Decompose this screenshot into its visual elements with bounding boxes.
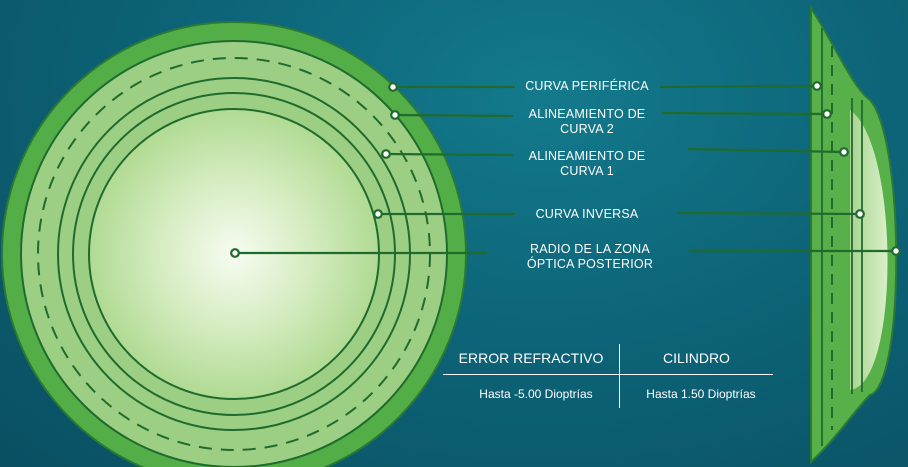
marker-align1-side — [839, 147, 849, 157]
table-value-cylinder: Hasta 1.50 Dioptrías — [646, 387, 756, 401]
label-align1-line-1: ALINEAMIENTO DE — [528, 149, 646, 163]
label-alignment-curve-1: ALINEAMIENTO DE CURVA 1 — [512, 149, 662, 179]
table-horizontal-divider — [443, 374, 773, 375]
label-align1-line-2: CURVA 1 — [560, 164, 614, 178]
table-vertical-divider — [619, 344, 620, 408]
label-peripheral-line-1: CURVA PERIFÉRICA — [525, 79, 649, 93]
table-value-refractive-error: Hasta -5.00 Dioptrías — [479, 387, 593, 401]
marker-reverse-side — [855, 209, 865, 219]
marker-optic-side — [891, 246, 901, 256]
leader-align2-left — [394, 113, 514, 118]
label-reverse-curve: CURVA INVERSA — [512, 207, 662, 222]
leader-align2-right — [661, 111, 828, 116]
marker-align2-side — [822, 109, 832, 119]
leader-align1-left — [385, 152, 514, 157]
label-optic-line-1: RADIO DE LA ZONA — [530, 242, 650, 256]
marker-align1-front — [381, 149, 391, 159]
label-align2-line-1: ALINEAMIENTO DE — [528, 107, 646, 121]
lens-side-view — [810, 4, 898, 465]
leader-reverse-right — [677, 211, 861, 216]
leader-lines — [236, 84, 896, 255]
leader-align1-right — [687, 147, 845, 154]
label-peripheral-curve: CURVA PERIFÉRICA — [512, 79, 662, 94]
label-align2-line-2: CURVA 2 — [560, 122, 614, 136]
label-reverse-line-1: CURVA INVERSA — [535, 207, 639, 221]
marker-align2-front — [390, 110, 400, 120]
marker-peripheral-side — [812, 81, 822, 91]
label-optic-zone-radius: RADIO DE LA ZONA ÓPTICA POSTERIOR — [515, 242, 665, 272]
marker-optic-front — [230, 248, 240, 258]
table-header-cylinder: CILINDRO — [663, 350, 730, 366]
specs-table: ERROR REFRACTIVO CILINDRO Hasta -5.00 Di… — [443, 342, 773, 410]
marker-reverse-front — [373, 209, 383, 219]
marker-dots — [230, 81, 901, 258]
label-alignment-curve-2: ALINEAMIENTO DE CURVA 2 — [512, 107, 662, 137]
leader-peripheral-right — [659, 84, 818, 89]
label-optic-line-2: ÓPTICA POSTERIOR — [526, 257, 654, 271]
marker-peripheral-front — [388, 82, 398, 92]
table-header-refractive-error: ERROR REFRACTIVO — [458, 350, 604, 366]
